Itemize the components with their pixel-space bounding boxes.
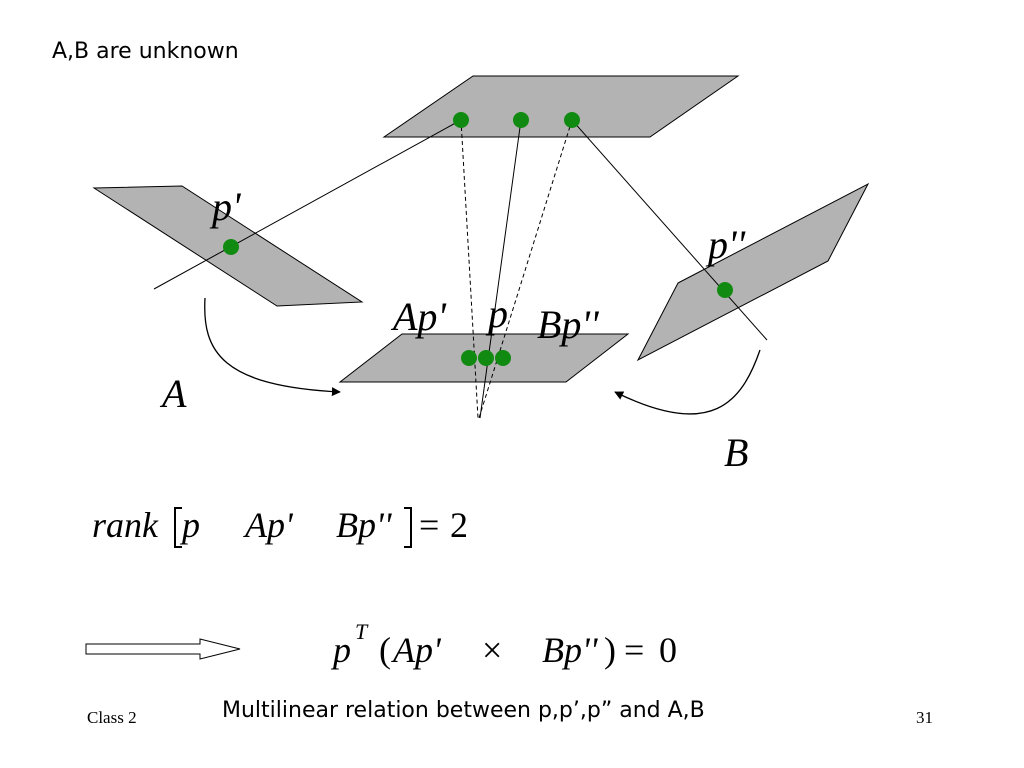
- ray-right: [571, 119, 768, 341]
- triple-rhs: 0: [659, 630, 677, 670]
- triple-term2: Bp'': [542, 630, 599, 670]
- arrow-A-mapping: [204, 297, 341, 397]
- label-p-double-prime: p'': [705, 222, 747, 267]
- point-p: [478, 350, 494, 366]
- point-p-prime: [223, 239, 239, 255]
- implies-arrow: [85, 638, 241, 660]
- right-plane: [636, 182, 870, 362]
- label-Bp-double-prime: Bp'': [537, 302, 600, 347]
- triple-term1: Ap': [391, 630, 442, 670]
- point-Ap-prime: [461, 350, 477, 366]
- point-p-double-prime: [717, 282, 733, 298]
- rank-entry-p: p: [179, 505, 200, 545]
- left-bracket: [174, 507, 182, 548]
- top-point-2: [513, 112, 529, 128]
- top-point-1: [453, 112, 469, 128]
- label-A: A: [159, 371, 187, 416]
- triple-product-equation: p T ( Ap' × Bp'' ) = 0: [330, 619, 677, 670]
- rank-entry-Bp-double-prime: Bp'': [336, 505, 393, 545]
- ray-center: [479, 119, 522, 419]
- ray-dashed-left: [460, 119, 479, 419]
- ray-left: [153, 119, 462, 290]
- slide-heading: A,B are unknown: [52, 39, 239, 64]
- top-point-3: [564, 112, 580, 128]
- label-p: p: [485, 291, 508, 336]
- triple-base: p: [330, 630, 351, 670]
- image-points: [223, 112, 733, 366]
- slide-caption: Multilinear relation between p,p’,p” and…: [222, 698, 705, 723]
- ray-dashed-right: [478, 119, 573, 419]
- image-planes: [92, 75, 870, 383]
- point-Bp-double-prime: [495, 350, 511, 366]
- rank-rhs: 2: [450, 505, 468, 545]
- label-p-prime: p': [209, 184, 242, 229]
- label-B: B: [724, 430, 748, 475]
- projection-rays: [153, 119, 768, 419]
- triple-sup: T: [355, 619, 369, 644]
- rank-fn: rank: [92, 505, 159, 545]
- footer-left: Class 2: [87, 708, 137, 727]
- arrow-B-mapping: [614, 349, 761, 415]
- triple-close-paren: ): [604, 630, 616, 670]
- rank-entry-Ap-prime: Ap': [243, 505, 294, 545]
- triple-op: ×: [482, 630, 502, 670]
- triple-equals: =: [624, 630, 644, 670]
- triple-open-paren: (: [379, 630, 391, 670]
- rank-equation: rank p Ap' Bp'' = 2: [92, 505, 468, 548]
- page-number: 31: [916, 708, 933, 727]
- label-Ap-prime: Ap': [390, 294, 447, 339]
- top-plane: [382, 75, 740, 138]
- rank-equals: =: [419, 505, 439, 545]
- right-bracket: [404, 507, 412, 548]
